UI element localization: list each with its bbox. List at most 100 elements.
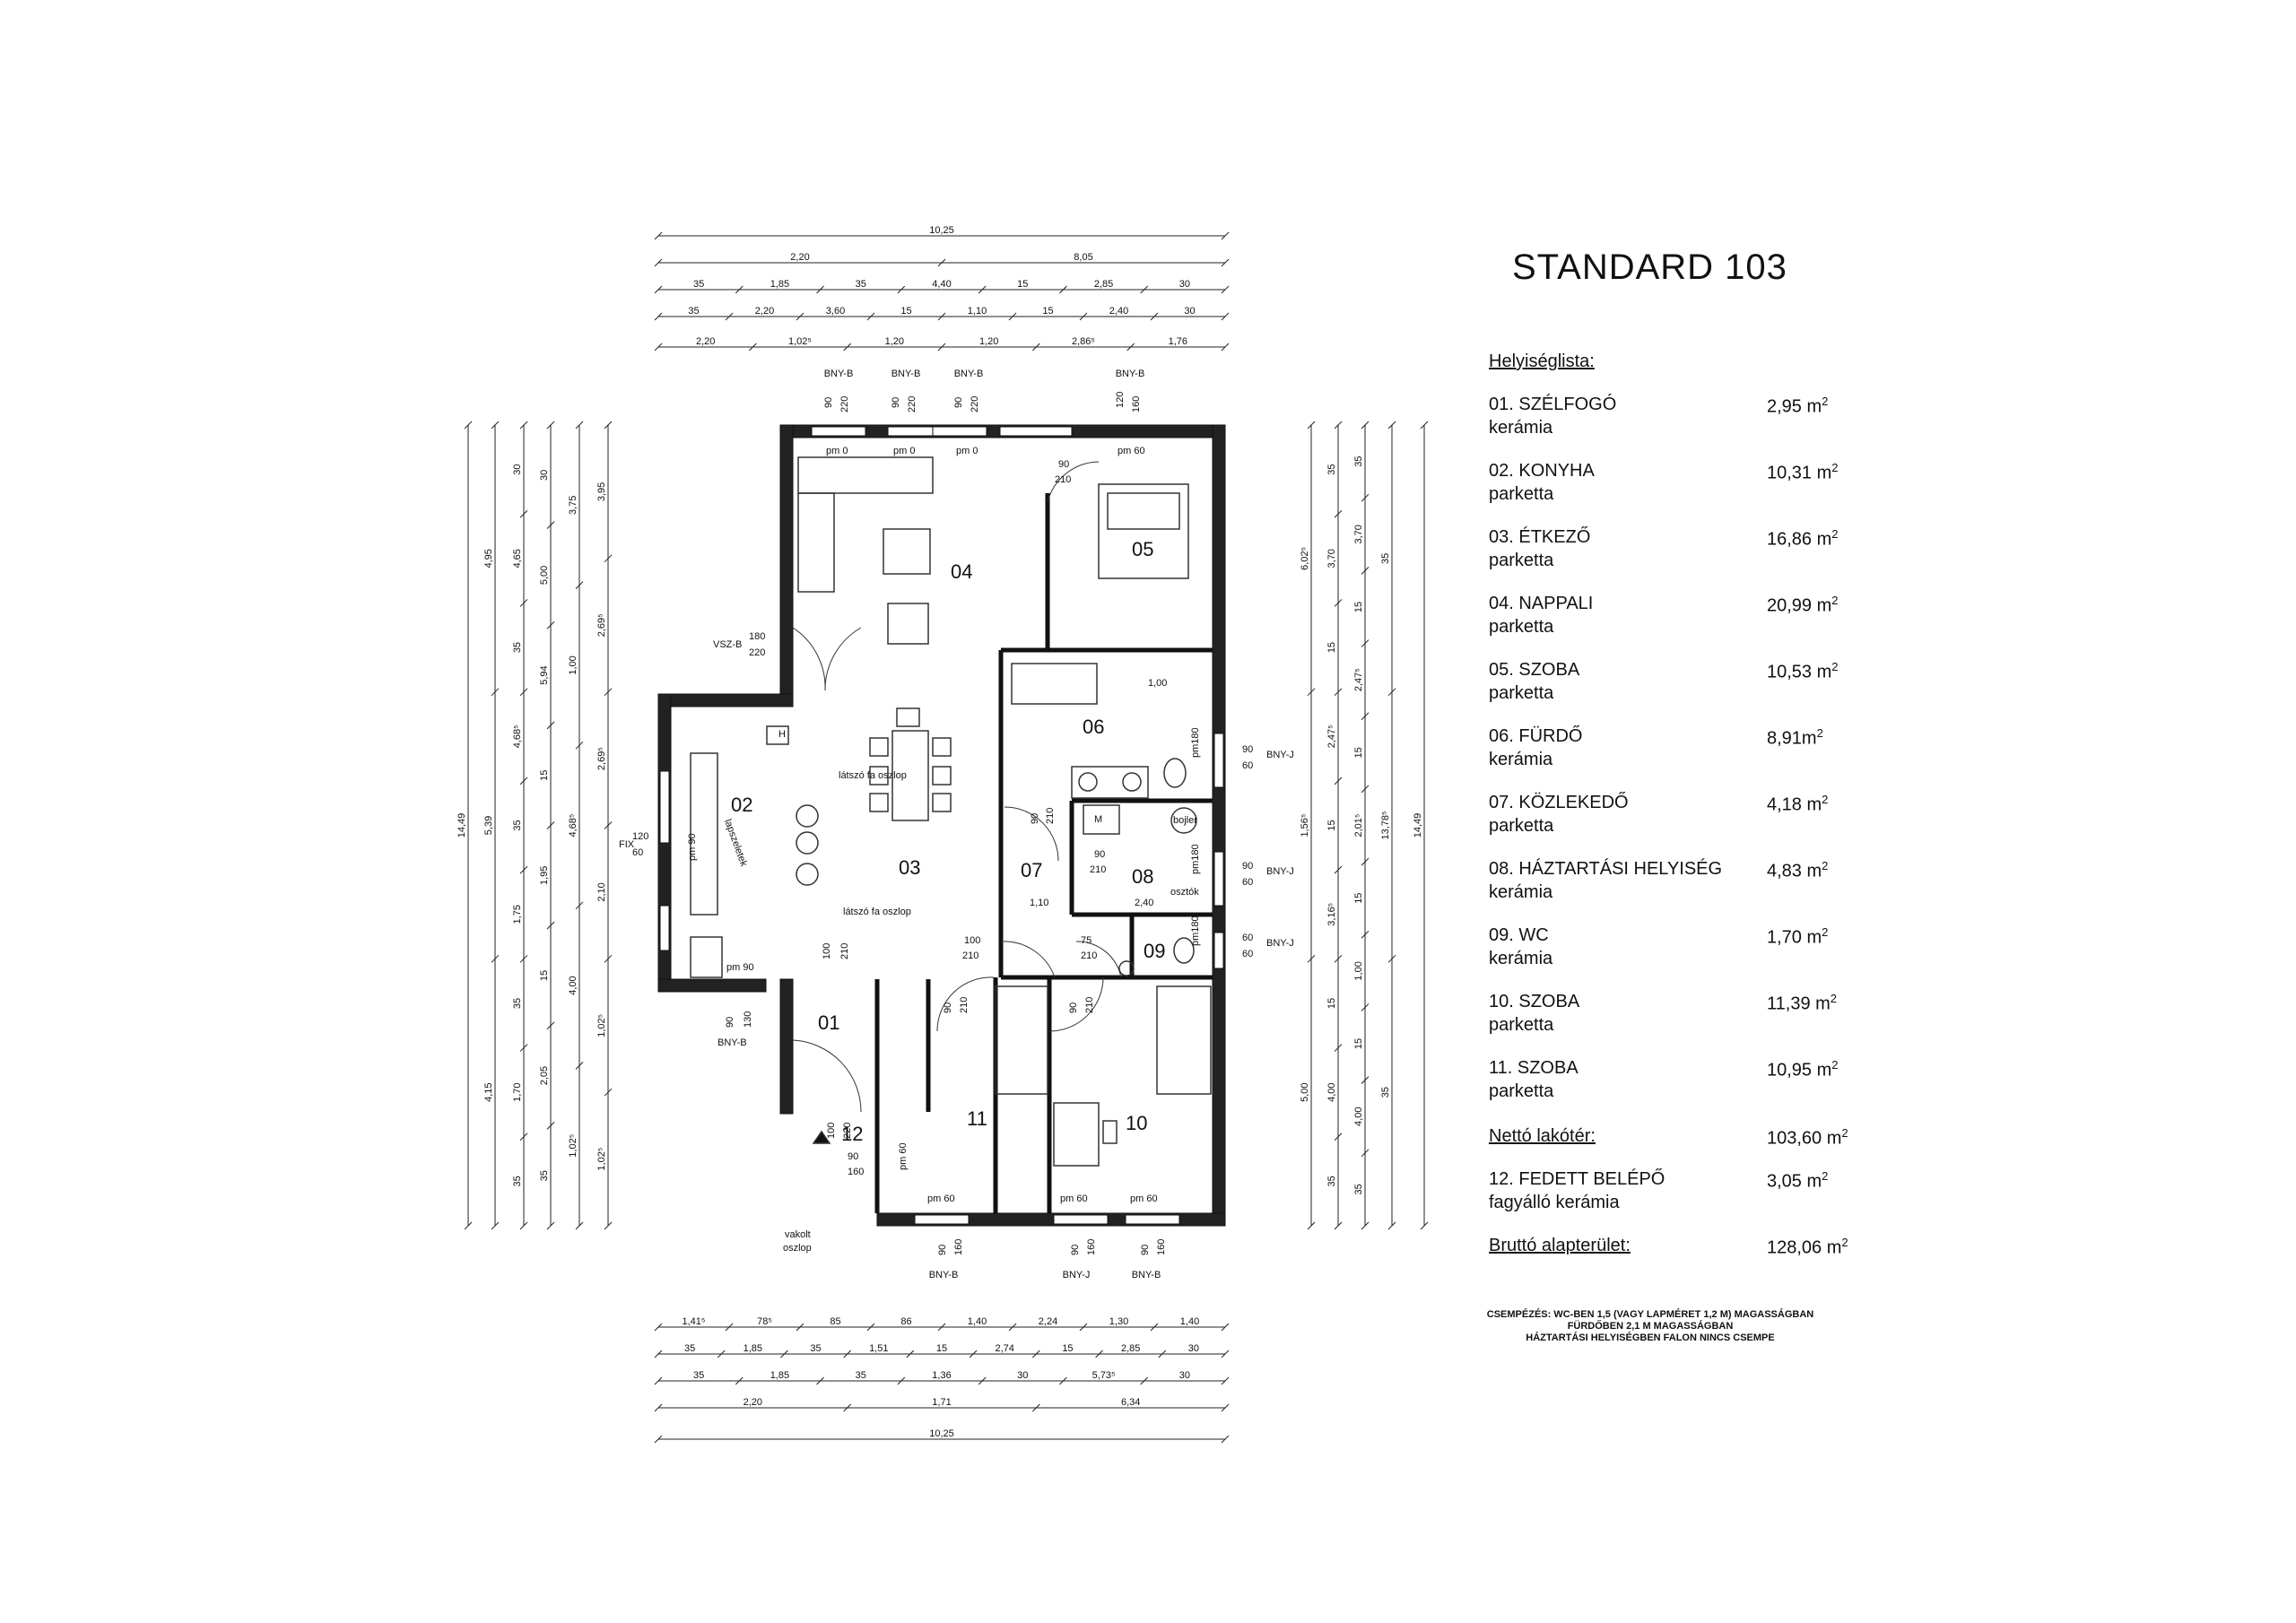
opening-type: BNY-B xyxy=(891,369,921,379)
room-name: 11. SZOBA xyxy=(1489,1058,1578,1078)
dimension-tick xyxy=(1387,421,1396,430)
covered-entry-area: 3,05 m2 xyxy=(1767,1169,1829,1192)
door-04-height: 210 xyxy=(1055,474,1071,485)
dimension-tick xyxy=(519,777,528,785)
dimension-label: 35 xyxy=(1326,1176,1337,1186)
door-11-height: 210 xyxy=(959,997,970,1013)
opening-width: 90 xyxy=(823,397,834,408)
dimension-label: 4,00 xyxy=(568,976,578,994)
room-area: 10,53 m2 xyxy=(1767,660,1839,682)
dimension-tick xyxy=(1221,1435,1230,1444)
dimension-tick xyxy=(604,821,613,829)
opening-height: 160 xyxy=(1086,1239,1097,1255)
dimension-label: 35 xyxy=(684,1343,695,1354)
dimension-tick xyxy=(1334,1133,1343,1141)
dimension-label: 1,76 xyxy=(1169,336,1187,347)
plan-title: STANDARD 103 xyxy=(1512,247,1787,287)
desk-icon xyxy=(1053,1102,1100,1167)
dimension-label: 15 xyxy=(1042,306,1053,317)
room-name: 06. FÜRDŐ xyxy=(1489,726,1583,746)
left-window-pm: pm 90 xyxy=(726,962,754,973)
room-number-05: 05 xyxy=(1132,538,1153,560)
dimension-label: 4,68⁵ xyxy=(512,725,523,748)
dimension-tick xyxy=(1221,343,1230,352)
room-material: parketta xyxy=(1489,617,1554,637)
tile-note-line-2: FÜRDŐBEN 2,1 M MAGASSÁGBAN xyxy=(1567,1321,1734,1332)
dimension-tick xyxy=(1334,865,1343,874)
room-area: 20,99 m2 xyxy=(1767,594,1839,616)
dimension-tick xyxy=(1334,777,1343,785)
vsz-height: 220 xyxy=(749,647,765,658)
room-material: kerámia xyxy=(1489,750,1553,769)
room-name: 09. WC xyxy=(1489,925,1549,945)
dimension-label: 2,69⁵ xyxy=(596,613,607,637)
opening-sill: pm180 xyxy=(1190,844,1201,874)
dimension-label: 1,20 xyxy=(979,336,998,347)
room-number-08: 08 xyxy=(1132,865,1153,888)
dimension-tick xyxy=(906,1350,915,1358)
dimension-tick xyxy=(1334,509,1343,518)
dimension-tick xyxy=(1361,785,1370,794)
dimension-tick xyxy=(843,1350,852,1358)
dimension-label: 2,86⁵ xyxy=(1072,336,1095,347)
furniture xyxy=(690,456,1212,1167)
opening-sill: pm 0 xyxy=(956,446,978,456)
opening-height: 220 xyxy=(839,396,850,412)
opening-type: BNY-J xyxy=(1266,866,1294,877)
dimension-label: 30 xyxy=(1184,306,1195,317)
dimension-tick xyxy=(654,1376,663,1385)
dimension-tick xyxy=(937,1323,946,1332)
dimension-tick xyxy=(1334,954,1343,963)
dimension-label: 1,51 xyxy=(869,1343,888,1354)
dimension-label: 35 xyxy=(539,1170,550,1181)
dimension-tick xyxy=(897,1376,906,1385)
opening-sill: pm 60 xyxy=(1118,446,1145,456)
dimension-tick xyxy=(546,621,555,629)
column-icon xyxy=(796,804,819,828)
sink-icon xyxy=(1071,766,1149,799)
dimension-label: 35 xyxy=(512,820,523,830)
dimension-tick xyxy=(1361,930,1370,939)
dimension-label: 1,85 xyxy=(770,279,789,290)
dimension-label: 14,49 xyxy=(457,813,467,838)
dimension-label: 4,00 xyxy=(1326,1082,1337,1101)
dimension-tick xyxy=(937,312,946,321)
dimension-label: 86 xyxy=(900,1316,911,1327)
opening-height: 220 xyxy=(907,396,918,412)
dimension-tick xyxy=(843,1403,852,1412)
boiler-icon xyxy=(1170,807,1197,834)
opening-type: BNY-J xyxy=(1063,1270,1091,1280)
room-number-07: 07 xyxy=(1021,859,1042,881)
dimension-tick xyxy=(546,921,555,930)
left-window-height: 130 xyxy=(743,1011,753,1028)
room-area: 10,31 m2 xyxy=(1767,461,1839,483)
dimension-tick xyxy=(654,285,663,294)
room-number-09: 09 xyxy=(1144,940,1165,962)
dimension-tick xyxy=(937,343,946,352)
dimension-tick xyxy=(546,821,555,829)
kitchen-pm-label: pm 90 xyxy=(687,833,698,861)
door-main-width: 100 xyxy=(826,1123,837,1139)
door-main-height: 220 xyxy=(842,1123,853,1139)
dimension-tick xyxy=(464,421,473,430)
dimension-label: 35 xyxy=(512,642,523,653)
opening-height: 60 xyxy=(1242,760,1253,771)
dimension-tick xyxy=(604,421,613,430)
dimension-tick xyxy=(1307,421,1316,430)
dimension-label: 2,85 xyxy=(1094,279,1113,290)
dimension-label: 1,75 xyxy=(512,905,523,924)
dimension-label: 35 xyxy=(1380,553,1391,564)
room-number-03: 03 xyxy=(899,856,920,879)
opening-sill: pm 60 xyxy=(927,1193,955,1204)
fix-width: 120 xyxy=(632,831,648,842)
opening-type: BNY-B xyxy=(954,369,984,379)
room-material: parketta xyxy=(1489,484,1554,504)
dimension-label: 30 xyxy=(1179,1370,1190,1381)
dimension-tick xyxy=(1361,493,1370,502)
dimension-tick xyxy=(519,599,528,607)
fix-height: 60 xyxy=(632,847,643,858)
